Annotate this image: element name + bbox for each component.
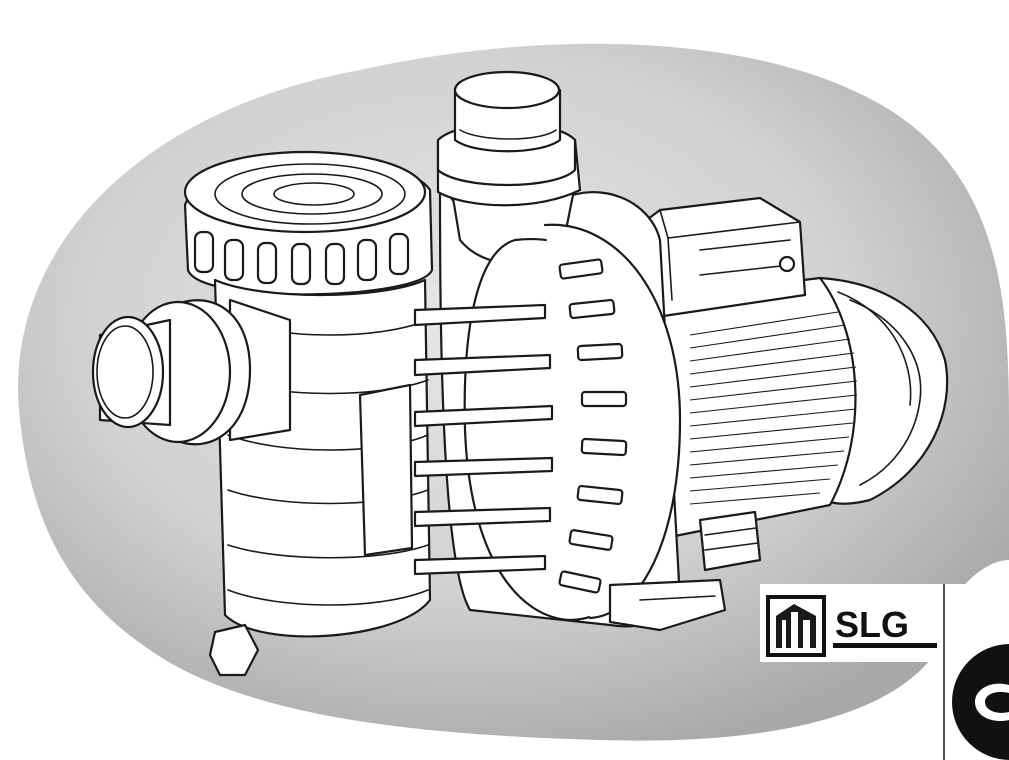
ce-mark-icon (952, 644, 1009, 760)
slg-label: SLG (835, 604, 909, 645)
motor-assembly (638, 196, 949, 572)
certification-panel: SLG (760, 584, 1009, 760)
inlet-union (91, 298, 292, 446)
slg-building-icon (766, 595, 826, 657)
outlet-union (436, 70, 582, 207)
